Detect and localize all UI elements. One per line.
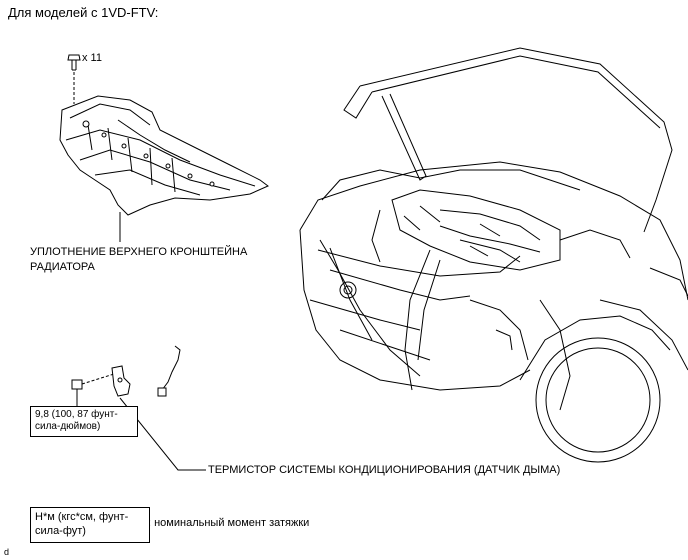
vehicle-front-illustration xyxy=(299,47,688,463)
legend-unit-line2: сила-фут) xyxy=(35,525,86,537)
radiator-support-seal-part xyxy=(59,95,269,216)
screw-count-label: x 11 xyxy=(82,52,102,64)
thermistor-sensor-part xyxy=(111,345,181,397)
page-title: Для моделей с 1VD-FTV: xyxy=(8,5,159,20)
seal-label-line2: РАДИАТОРА xyxy=(30,261,95,273)
thermistor-bolt-icon xyxy=(71,373,115,406)
legend-unit-box: Н*м (кгс*см, фунт- сила-фут) xyxy=(30,507,150,543)
seal-label-line1: УПЛОТНЕНИЕ ВЕРХНЕГО КРОНШТЕЙНА xyxy=(30,246,248,258)
legend-description: : номинальный момент затяжки xyxy=(148,517,310,529)
thermistor-label: ТЕРМИСТОР СИСТЕМЫ КОНДИЦИОНИРОВАНИЯ (ДАТ… xyxy=(208,464,561,476)
screw-icon xyxy=(67,54,81,104)
corner-mark: d xyxy=(4,547,10,557)
torque-spec-line1: 9,8 (100, 87 фунт- xyxy=(35,409,118,420)
legend-unit-line1: Н*м (кгс*см, фунт- xyxy=(35,511,129,523)
torque-spec-box: 9,8 (100, 87 фунт- сила-дюймов) xyxy=(30,406,138,437)
thermistor-leader-line xyxy=(119,397,206,471)
torque-spec-line2: сила-дюймов) xyxy=(35,421,101,432)
